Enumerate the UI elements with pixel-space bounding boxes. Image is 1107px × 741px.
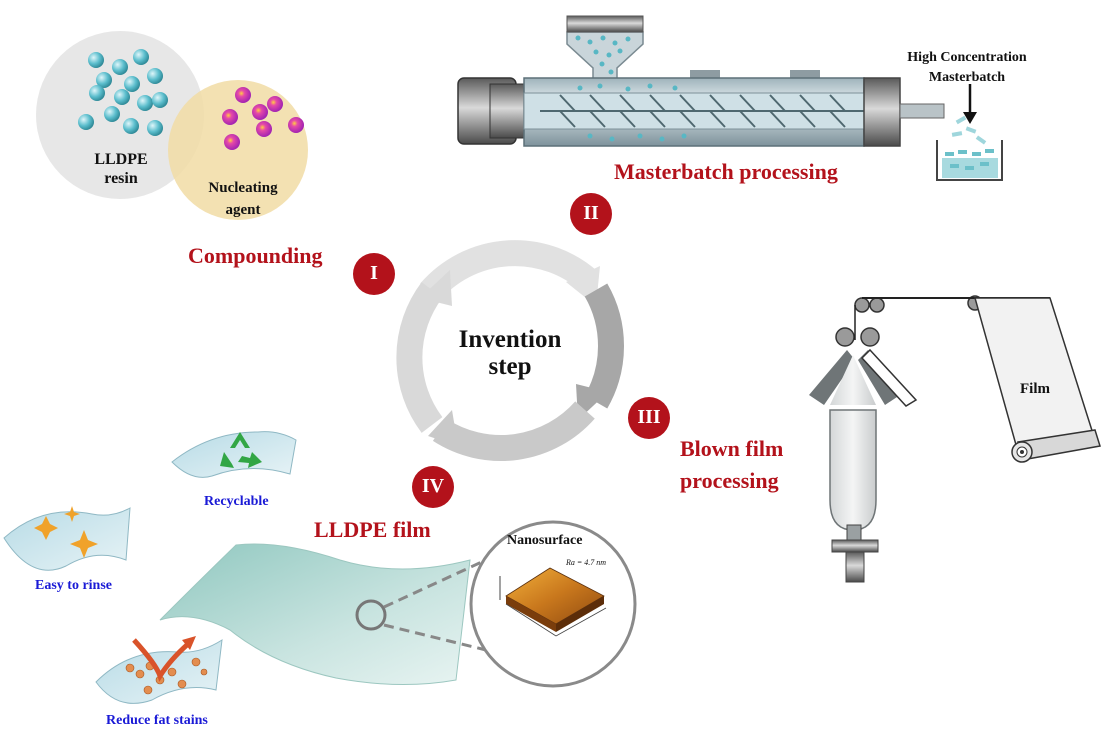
blown-film-machine xyxy=(809,295,1101,583)
recyclable-film xyxy=(171,431,297,478)
stage-lldpe-film: LLDPE film xyxy=(314,517,431,542)
agent-label-line1: Nucleating xyxy=(208,180,278,196)
sparkle-icon xyxy=(34,506,98,558)
extruder-output-line1: High Concentration xyxy=(907,50,1027,65)
resin-label-line2: resin xyxy=(104,170,138,187)
nanosurface-roughness: Ra = 4.7 nm xyxy=(566,558,607,567)
hopper-pellets xyxy=(575,35,631,75)
reduce-fat-film xyxy=(95,636,223,704)
step-badges xyxy=(353,193,670,508)
resin-label-line1: LLDPE xyxy=(94,151,148,168)
step-label-ii: II xyxy=(583,202,599,224)
barrel-pellets xyxy=(577,83,687,142)
cycle-arrows xyxy=(396,240,624,461)
stage-masterbatch: Masterbatch processing xyxy=(614,159,838,184)
afm-surface xyxy=(499,567,607,637)
resin-beads xyxy=(78,49,168,136)
agent-label-line2: agent xyxy=(225,202,261,218)
property-recyclable: Recyclable xyxy=(204,494,269,509)
extruder-output-label: High Concentration Masterbatch xyxy=(894,48,1040,88)
falling-pellets xyxy=(951,115,987,145)
property-reduce-fat: Reduce fat stains xyxy=(106,713,208,728)
film-sheet xyxy=(974,297,1096,453)
cycle-center-line1: Invention xyxy=(458,326,562,353)
step-badge-iii xyxy=(628,397,670,439)
agent-label: Nucleating agent xyxy=(200,177,286,221)
stage-compounding: Compounding xyxy=(188,243,323,268)
agent-beads xyxy=(222,87,304,150)
agent-circle xyxy=(168,80,308,220)
step-badge-iv xyxy=(412,466,454,508)
recycle-icon xyxy=(220,432,262,468)
film-bubble xyxy=(829,409,877,531)
step-label-iii: III xyxy=(637,406,661,428)
fat-droplets-icon xyxy=(125,657,208,695)
property-easy-rinse: Easy to rinse xyxy=(35,578,112,593)
extruder-machine xyxy=(457,15,1003,181)
film-roll xyxy=(1011,429,1101,463)
extruder-output-line2: Masterbatch xyxy=(928,70,1006,85)
stage-blown-film: Blown film processing xyxy=(680,433,783,497)
step-badge-ii xyxy=(570,193,612,235)
cycle-center-line2: step xyxy=(488,353,532,380)
lldpe-film xyxy=(159,543,471,686)
bounce-arrow-icon xyxy=(132,636,196,682)
resin-label: LLDPE resin xyxy=(88,150,154,188)
film-label: Film xyxy=(1020,381,1050,397)
step-badge-i xyxy=(353,253,395,295)
stage-blown-film-line1: Blown film xyxy=(680,436,784,461)
screw xyxy=(540,94,864,128)
nanosurface-title: Nanosurface xyxy=(507,533,583,548)
easy-rinse-film xyxy=(3,506,131,571)
masterbatch-bin xyxy=(936,140,1003,181)
zoom-lens xyxy=(355,520,637,688)
stage-blown-film-line2: processing xyxy=(680,468,779,493)
venn-diagram xyxy=(36,31,308,220)
step-label-iv: IV xyxy=(421,475,445,497)
step-label-i: I xyxy=(370,262,378,284)
cycle-center-label: Invention step xyxy=(440,326,580,380)
